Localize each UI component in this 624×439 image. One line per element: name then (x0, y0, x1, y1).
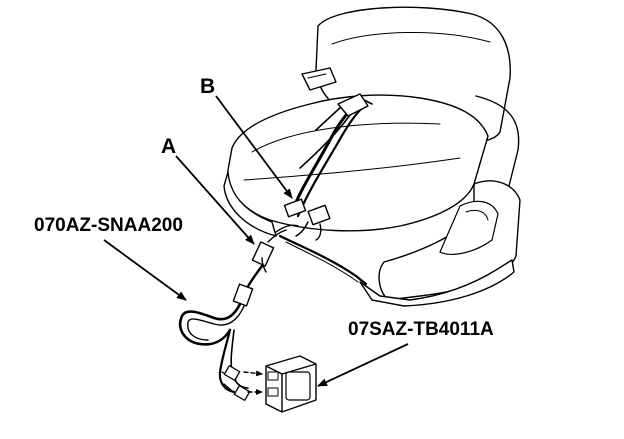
wire-harness-icon (179, 229, 287, 401)
callout-b: B (200, 75, 216, 98)
harness-part-number: 070AZ-SNAA200 (34, 215, 183, 236)
leader-arrows (103, 95, 409, 387)
seat-back-crease (331, 31, 491, 45)
module-part-number: 07SAZ-TB4011A (348, 319, 494, 340)
seat-belt-buckle (301, 67, 337, 91)
leader-harness (103, 239, 187, 301)
seat-wiring (275, 93, 373, 241)
control-module-icon (265, 355, 317, 413)
seat-illustration-icon (223, 6, 521, 307)
callout-a: A (161, 135, 177, 158)
leader-b (215, 95, 293, 199)
seat-base (359, 259, 515, 307)
leader-module (317, 343, 409, 387)
leader-a (175, 155, 255, 245)
